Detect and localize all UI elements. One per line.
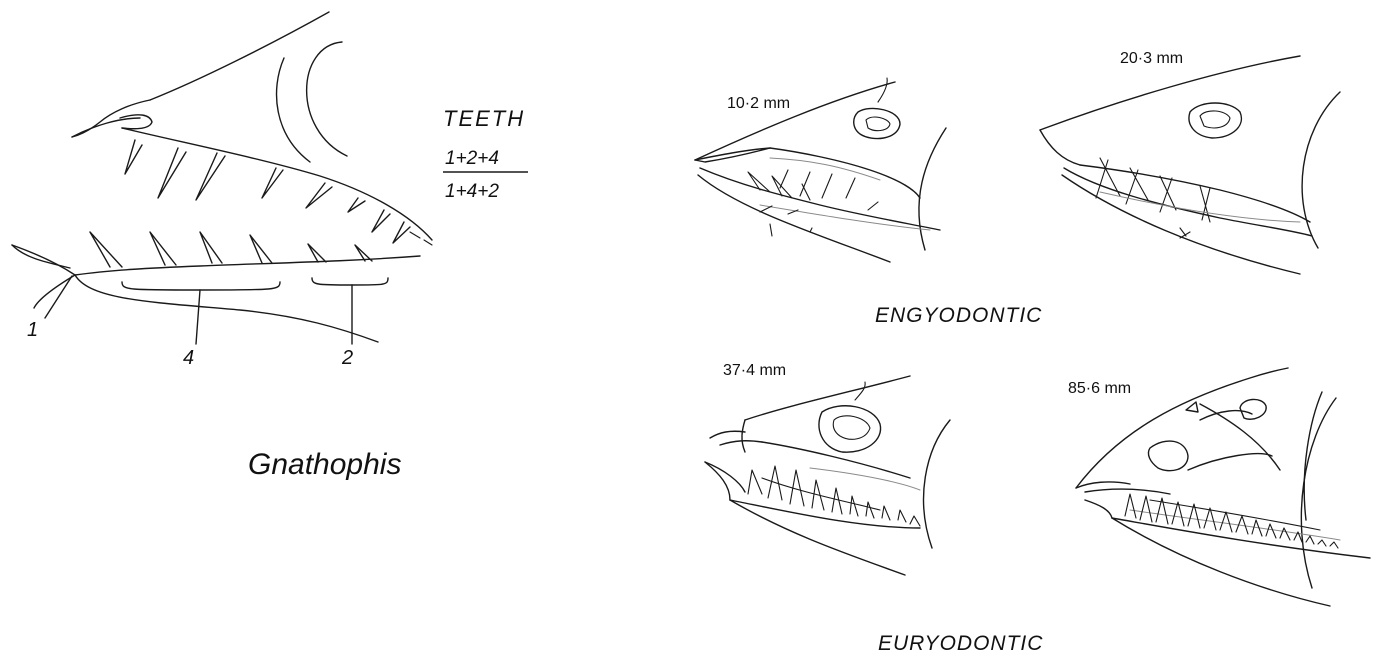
teeth-heading: TEETH — [443, 106, 525, 131]
larva-head-85mm — [1076, 368, 1370, 606]
euryodontic-label: EURYODONTIC — [878, 632, 1043, 655]
size-label-37mm: 37·4 mm — [723, 362, 786, 379]
callout-2: 2 — [341, 347, 353, 369]
lower-jaw-formula: 1+4+2 — [445, 181, 499, 202]
genus-label: Gnathophis — [248, 448, 401, 481]
size-label-85mm: 85·6 mm — [1068, 380, 1131, 397]
engyodontic-label: ENGYODONTIC — [875, 304, 1042, 327]
size-label-10mm: 10·2 mm — [727, 95, 790, 112]
callout-1: 1 — [27, 319, 38, 341]
size-label-20mm: 20·3 mm — [1120, 50, 1183, 67]
larva-head-20mm — [1040, 56, 1340, 274]
gnathophis-head-drawing — [12, 12, 432, 344]
callout-4: 4 — [183, 347, 194, 369]
larva-head-37mm — [705, 376, 950, 575]
upper-jaw-formula: 1+2+4 — [445, 148, 499, 169]
